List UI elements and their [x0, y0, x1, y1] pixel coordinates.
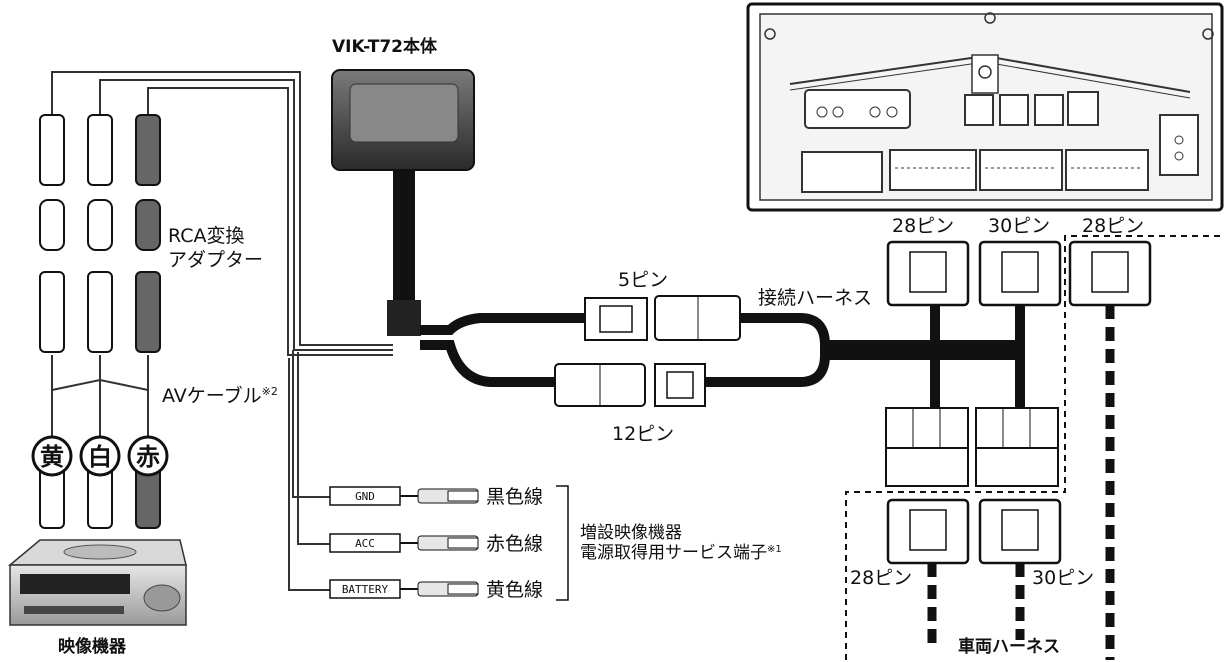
vehicle-harness-label: 車両ハーネス — [958, 636, 1060, 657]
connector-top-30pin — [978, 240, 1062, 307]
top-connector-label-1: 28ピン — [892, 215, 954, 237]
bottom-connector-label-2: 30ピン — [1032, 567, 1094, 589]
red-marker: 赤 — [136, 443, 160, 471]
video-device-label: 映像機器 — [58, 636, 127, 657]
video-device-icon — [7, 539, 187, 626]
terminal-bracket — [556, 485, 569, 601]
bottom-connector-label-1: 28ピン — [850, 567, 912, 589]
connector-12pin — [554, 363, 706, 407]
pin12-label: 12ピン — [612, 423, 674, 445]
harness-junction-boxes — [885, 407, 1059, 487]
rca-adapter-label-1: RCA変換 — [168, 225, 245, 247]
battery-tag: BATTERY — [342, 583, 389, 596]
connection-harness-cables — [420, 305, 1025, 410]
vehicle-harness-lines — [927, 305, 1115, 660]
av-cable-label: AVケーブル※2 — [162, 384, 278, 407]
gnd-tag: GND — [355, 490, 375, 503]
wire-label-red: 赤色線 — [486, 533, 543, 555]
connector-top-28pin-right — [1068, 240, 1152, 307]
pin5-label: 5ピン — [618, 269, 668, 291]
wire-label-black: 黒色線 — [486, 486, 543, 508]
acc-tag: ACC — [355, 537, 375, 550]
top-connector-label-3: 28ピン — [1082, 215, 1144, 237]
power-tag-acc: ACC — [329, 533, 479, 553]
rca-plug-column-white — [87, 114, 113, 529]
rca-plug-column-red — [135, 114, 161, 529]
connector-bottom-30pin — [978, 498, 1062, 565]
main-unit-body — [331, 69, 475, 336]
vehicle-harness-boundary — [845, 235, 1222, 660]
power-tag-battery: BATTERY — [329, 579, 479, 599]
wire-label-yellow: 黄色線 — [486, 579, 543, 601]
yellow-marker: 黄 — [40, 443, 64, 471]
white-marker: 白 — [88, 443, 112, 471]
top-connector-label-2: 30ピン — [988, 215, 1050, 237]
connector-bottom-28pin — [886, 498, 970, 565]
main-unit-title: VIK-T72本体 — [332, 36, 438, 57]
service-terminal-label-1: 増設映像機器 — [580, 523, 682, 543]
av-cable-bundle — [51, 71, 393, 591]
service-terminal-label-2: 電源取得用サービス端子※1 — [580, 543, 782, 563]
rca-adapter-label-2: アダプター — [168, 249, 263, 271]
power-tag-gnd: GND — [329, 486, 479, 506]
rca-plug-column-yellow — [39, 114, 65, 529]
plug-color-markers: 黄 白 赤 — [31, 435, 169, 477]
connector-top-28pin-left — [886, 240, 970, 307]
connection-harness-label: 接続ハーネス — [758, 287, 872, 309]
navi-unit-back-panel — [746, 2, 1224, 212]
connector-5pin — [584, 295, 741, 341]
